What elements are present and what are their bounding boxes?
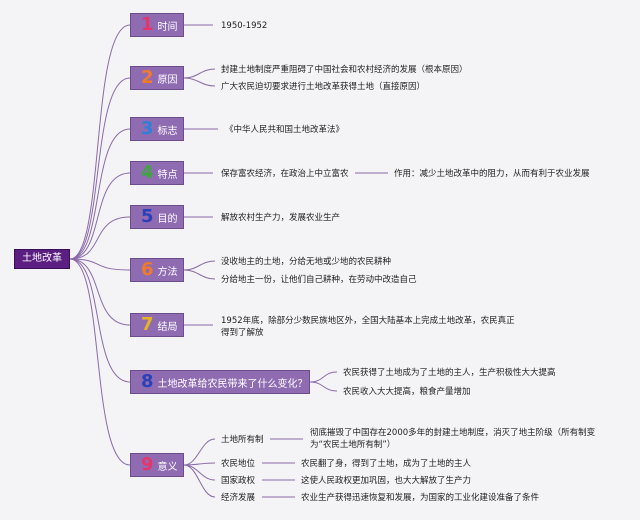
branch-line: [69, 258, 131, 383]
feature-effect-text: 作用：减少土地改革中的阻力，从而有利于农业发展: [394, 169, 590, 179]
detail-line: [183, 68, 216, 79]
significance-econ-text: 农业生产获得迅速恢复和发展，为国家的工业化建设准备了条件: [301, 493, 540, 503]
branch-line: [69, 216, 131, 260]
detail-line: [309, 371, 338, 383]
method-text-1: 没收地主的土地，分给无地或少地的农民耕种: [221, 257, 392, 267]
node-mark[interactable]: 3 标志: [130, 117, 184, 141]
node-purpose[interactable]: 5 目的: [130, 205, 184, 229]
detail-line: [183, 464, 216, 498]
branch-line: [69, 258, 131, 466]
branch-line: [69, 172, 131, 260]
feature-text: 保存富农经济，在政治上中立富农: [221, 169, 349, 179]
branch-line: [69, 77, 131, 260]
significance-peasant-text: 农民翻了身，得到了土地，成为了土地的主人: [301, 459, 472, 469]
node-label: 意义: [157, 461, 178, 473]
detail-line: [183, 77, 216, 87]
significance-land-label: 土地所有制: [221, 435, 264, 445]
node-label: 特点: [157, 169, 178, 181]
detail-line: [309, 381, 338, 392]
node-change[interactable]: 8 土地改革给农民带来了什么变化？: [130, 370, 310, 394]
node-feature[interactable]: 4 特点: [130, 161, 184, 185]
node-label: 原因: [157, 74, 178, 86]
node-label: 土地改革给农民带来了什么变化？: [157, 378, 308, 390]
purpose-text: 解放农村生产力，发展农业生产: [221, 213, 341, 223]
node-label: 目的: [157, 213, 178, 225]
branch-line: [69, 258, 131, 271]
node-significance[interactable]: 9 意义: [130, 453, 184, 477]
node-number: 1: [141, 14, 154, 35]
node-number: 2: [141, 67, 154, 88]
time-text: 1950-1952: [221, 21, 268, 31]
significance-peasant-label: 农民地位: [221, 459, 256, 469]
branch-line: [69, 258, 131, 326]
node-label: 时间: [157, 21, 178, 33]
node-number: 6: [141, 259, 154, 280]
node-result[interactable]: 7 结局: [130, 313, 184, 337]
change-text-1: 农民获得了土地成为了土地的主人，生产积极性大大提高: [343, 368, 556, 378]
significance-regime-label: 国家政权: [221, 476, 256, 486]
significance-regime-text: 这使人民政权更加巩固，也大大解放了生产力: [301, 476, 472, 486]
method-text-2: 分给地主一份，让他们自己耕种，在劳动中改造自己: [221, 275, 417, 285]
cause-text-2: 广大农民迫切要求进行土地改革获得土地（直接原因）: [221, 82, 426, 92]
node-number: 9: [141, 454, 154, 475]
branch-line: [69, 24, 131, 260]
node-number: 5: [141, 206, 154, 227]
detail-line: [183, 260, 216, 271]
node-method[interactable]: 6 方法: [130, 258, 184, 282]
node-number: 7: [141, 314, 154, 335]
node-label: 标志: [157, 125, 178, 137]
detail-line: [183, 269, 216, 280]
node-cause[interactable]: 2 原因: [130, 66, 184, 90]
cause-text-1: 封建土地制度严重阻碍了中国社会和农村经济的发展（根本原因）: [221, 65, 468, 75]
node-label: 方法: [157, 266, 178, 278]
change-text-2: 农民收入大大提高，粮食产量增加: [343, 387, 471, 397]
node-number: 8: [141, 371, 154, 392]
result-text: 1952年底，除部分少数民族地区外，全国大陆基本上完成土地改革，农民真正得到了解…: [221, 316, 515, 338]
significance-econ-label: 经济发展: [221, 493, 256, 503]
node-label: 结局: [157, 321, 178, 333]
mark-text: 《中华人民共和国土地改革法》: [225, 125, 345, 135]
node-time[interactable]: 1 时间: [130, 13, 184, 37]
detail-line: [183, 464, 216, 481]
detail-line: [183, 438, 216, 466]
node-number: 4: [141, 162, 154, 183]
significance-land-text: 彻底摧毁了中国存在2000多年的封建土地制度，消灭了地主阶级（所有制变为“农民土…: [310, 428, 596, 450]
node-number: 3: [141, 118, 154, 139]
root-node[interactable]: 土地改革: [14, 249, 70, 269]
branch-line: [69, 128, 131, 260]
